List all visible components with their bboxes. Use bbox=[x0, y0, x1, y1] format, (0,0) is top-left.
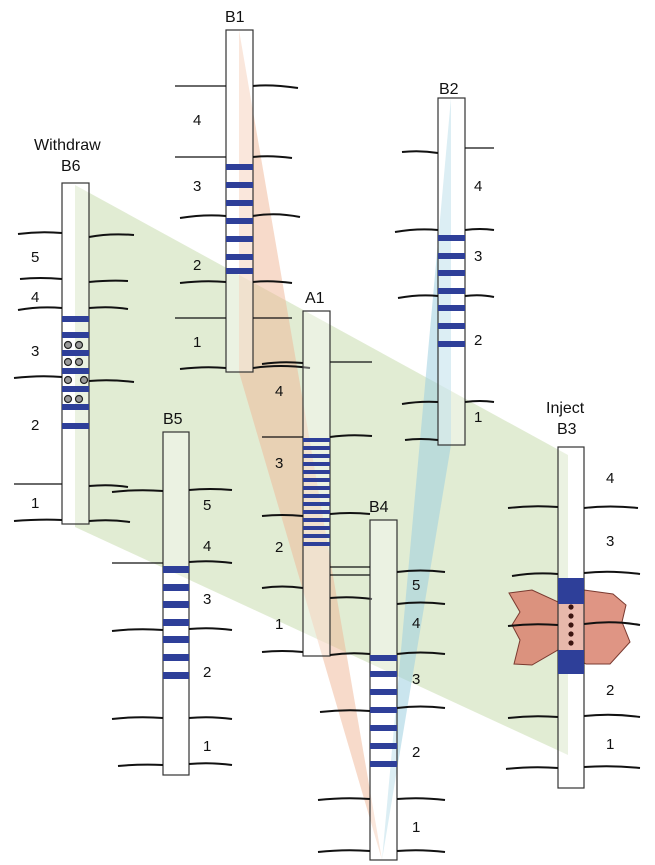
core-b3: Inject B3 4 3 2 1 bbox=[505, 400, 641, 789]
core-b3-layer-3: 3 bbox=[606, 533, 614, 550]
core-b3-injection-points bbox=[568, 604, 574, 646]
core-b5-layer-3: 3 bbox=[203, 591, 211, 608]
core-b3-layer-4: 4 bbox=[606, 470, 614, 487]
core-b6-sampling-ports bbox=[63, 340, 89, 404]
core-b5-layer-5: 5 bbox=[203, 497, 211, 514]
core-b4-contacts bbox=[317, 566, 446, 853]
core-b3-injection-band-bottom bbox=[558, 650, 584, 674]
core-b6-layer-5: 5 bbox=[31, 249, 39, 266]
core-b3-layer-2: 2 bbox=[606, 682, 614, 699]
core-b6-title: B6 bbox=[61, 158, 81, 175]
core-a1-bands bbox=[303, 438, 330, 546]
core-b5-layer-4: 4 bbox=[203, 538, 211, 555]
core-b5-layer-1: 1 bbox=[203, 738, 211, 755]
core-b6-layer-2: 2 bbox=[31, 417, 39, 434]
core-b5: B5 5 4 3 2 1 bbox=[111, 411, 233, 776]
core-b4-layer-4: 4 bbox=[412, 615, 420, 632]
core-b4-layer-2: 2 bbox=[412, 744, 420, 761]
core-a1-layer-1: 1 bbox=[275, 616, 283, 633]
core-b2-title: B2 bbox=[439, 81, 459, 98]
core-b3-layer-1: 1 bbox=[606, 736, 614, 753]
core-b6-layer-4: 4 bbox=[31, 289, 39, 306]
core-b2-layer-2: 2 bbox=[474, 332, 482, 349]
blue-correlation-wedge bbox=[382, 98, 451, 860]
core-b1: B1 4 3 2 1 bbox=[175, 9, 311, 373]
core-a1-title: A1 bbox=[305, 290, 325, 307]
core-b2-layer-3: 3 bbox=[474, 248, 482, 265]
core-b2-bands bbox=[438, 235, 465, 347]
core-b1-layer-4: 4 bbox=[193, 112, 201, 129]
core-b4-layer-5: 5 bbox=[412, 577, 420, 594]
core-b4: B4 5 4 3 2 1 bbox=[317, 499, 446, 861]
core-b6: Withdraw B6 5 4 3 2 1 bbox=[13, 137, 135, 525]
core-a1-contacts bbox=[261, 361, 373, 653]
core-b2: B2 4 3 2 1 bbox=[394, 81, 495, 446]
core-b4-bands bbox=[370, 655, 397, 767]
core-b4-layer-1: 1 bbox=[412, 819, 420, 836]
core-b3-caption: Inject bbox=[546, 400, 585, 417]
core-b5-layer-2: 2 bbox=[203, 664, 211, 681]
core-b4-layer-3: 3 bbox=[412, 671, 420, 688]
core-b6-bands bbox=[62, 316, 89, 429]
core-a1-layer-4: 4 bbox=[275, 383, 283, 400]
core-b2-contacts bbox=[394, 147, 495, 441]
core-b3-title: B3 bbox=[557, 421, 577, 438]
core-b6-caption: Withdraw bbox=[34, 137, 101, 154]
core-b1-layer-2: 2 bbox=[193, 257, 201, 274]
core-b1-title: B1 bbox=[225, 9, 245, 26]
core-b4-title: B4 bbox=[369, 499, 389, 516]
core-b6-contacts bbox=[13, 231, 135, 523]
core-b1-layer-3: 3 bbox=[193, 178, 201, 195]
core-b5-contacts bbox=[111, 488, 233, 767]
core-b1-contacts bbox=[175, 84, 311, 370]
core-a1-column bbox=[302, 310, 331, 657]
core-b5-bands bbox=[163, 566, 189, 679]
core-b6-layer-1: 1 bbox=[31, 495, 39, 512]
core-b6-layer-3: 3 bbox=[31, 343, 39, 360]
core-b1-bands bbox=[226, 164, 253, 274]
core-b5-title: B5 bbox=[163, 411, 183, 428]
core-b2-layer-1: 1 bbox=[474, 409, 482, 426]
core-a1-layer-2: 2 bbox=[275, 539, 283, 556]
core-b3-injection-band-top bbox=[558, 578, 584, 604]
core-a1: A1 4 3 2 1 bbox=[261, 290, 373, 657]
core-b2-layer-4: 4 bbox=[474, 178, 482, 195]
core-b3-contacts bbox=[505, 505, 641, 770]
core-b1-layer-1: 1 bbox=[193, 334, 201, 351]
core-a1-layer-3: 3 bbox=[275, 455, 283, 472]
